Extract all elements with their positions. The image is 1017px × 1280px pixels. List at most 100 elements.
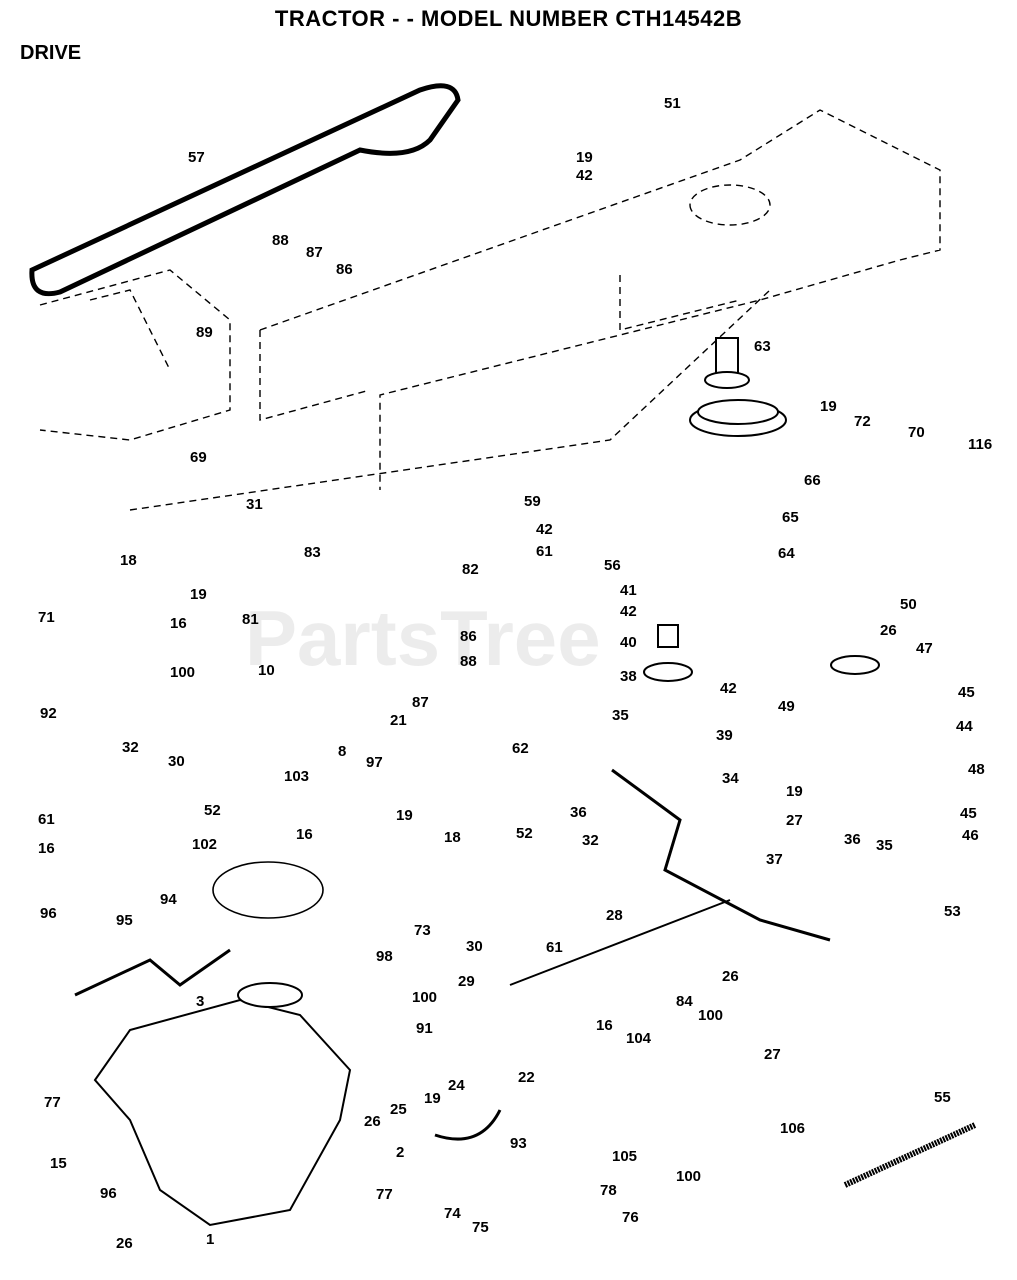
callout: 46: [962, 827, 979, 844]
callout: 38: [620, 668, 637, 685]
callout: 55: [934, 1089, 951, 1106]
callout: 2: [396, 1144, 404, 1161]
callout: 61: [546, 939, 563, 956]
watermark: PartsTree: [245, 594, 601, 682]
callout: 8: [338, 743, 346, 760]
callout: 84: [676, 993, 693, 1010]
callout: 18: [444, 829, 461, 846]
spring-55: [843, 1122, 977, 1188]
callout: 100: [698, 1007, 723, 1024]
callout: 82: [462, 561, 479, 578]
pulley-3: [237, 982, 303, 1008]
pulley-47: [830, 655, 880, 675]
callout: 27: [764, 1046, 781, 1063]
callout: 26: [880, 622, 897, 639]
callout: 74: [444, 1205, 461, 1222]
callout: 42: [720, 680, 737, 697]
callout: 10: [258, 662, 275, 679]
rod-28: [509, 899, 731, 986]
tractor-frame: [39, 109, 941, 511]
callout: 88: [272, 232, 289, 249]
callout: 44: [956, 718, 973, 735]
callout: 93: [510, 1135, 527, 1152]
callout: 73: [414, 922, 431, 939]
callout: 77: [44, 1094, 61, 1111]
callout: 70: [908, 424, 925, 441]
callout: 45: [958, 684, 975, 701]
callout: 32: [582, 832, 599, 849]
callout: 83: [304, 544, 321, 561]
callout: 19: [786, 783, 803, 800]
callout: 42: [536, 521, 553, 538]
callout: 26: [364, 1113, 381, 1130]
callout: 27: [786, 812, 803, 829]
callout: 53: [944, 903, 961, 920]
callout: 106: [780, 1120, 805, 1137]
shift-lever-95: [74, 948, 231, 997]
callout: 116: [968, 436, 992, 453]
callout: 52: [516, 825, 533, 842]
callout: 48: [968, 761, 985, 778]
callout: 98: [376, 948, 393, 965]
callout: 19: [576, 149, 593, 166]
callout: 16: [38, 840, 55, 857]
callout: 76: [622, 1209, 639, 1226]
callout: 42: [620, 603, 637, 620]
callout: 87: [412, 694, 429, 711]
callout: 26: [116, 1235, 133, 1252]
callout: 40: [620, 634, 637, 651]
callout: 94: [160, 891, 177, 908]
callout: 22: [518, 1069, 535, 1086]
callout: 102: [192, 836, 217, 853]
idler-pulley-38: [643, 624, 693, 682]
callout: 59: [524, 493, 541, 510]
callout: 45: [960, 805, 977, 822]
page-title: TRACTOR - - MODEL NUMBER CTH14542B: [274, 6, 743, 31]
callout: 3: [196, 993, 204, 1010]
callout: 50: [900, 596, 917, 613]
drive-belt-57: [29, 83, 461, 297]
callout: 31: [246, 496, 263, 513]
callout: 89: [196, 324, 213, 341]
callout: 28: [606, 907, 623, 924]
callout: 100: [412, 989, 437, 1006]
callout: 77: [376, 1186, 393, 1203]
callout: 30: [168, 753, 185, 770]
callout: 41: [620, 582, 637, 599]
callout: 36: [570, 804, 587, 821]
callout: 56: [604, 557, 621, 574]
callout: 18: [120, 552, 137, 569]
callout: 19: [396, 807, 413, 824]
callout: 1: [206, 1231, 214, 1248]
callout: 16: [170, 615, 187, 632]
callout: 64: [778, 545, 795, 562]
callout: 61: [536, 543, 553, 560]
hose-93: [434, 1109, 502, 1141]
callout: 62: [512, 740, 529, 757]
engine-pulley-63: [689, 337, 787, 437]
callout: 95: [116, 912, 133, 929]
callout: 87: [306, 244, 323, 261]
shaft-34: [611, 768, 831, 942]
callout: 61: [38, 811, 55, 828]
callout: 24: [448, 1077, 465, 1094]
callout: 34: [722, 770, 739, 787]
callout: 72: [854, 413, 871, 430]
callout: 104: [626, 1030, 652, 1047]
callout: 75: [472, 1219, 489, 1236]
callout: 69: [190, 449, 207, 466]
callout: 66: [804, 472, 821, 489]
callout: 29: [458, 973, 475, 990]
callout: 100: [170, 664, 195, 681]
callout: 37: [766, 851, 783, 868]
callout: 19: [424, 1090, 441, 1107]
callout: 103: [284, 768, 309, 785]
callout: 92: [40, 705, 57, 722]
callout: 36: [844, 831, 861, 848]
callout: 81: [242, 611, 259, 628]
callout: 100: [676, 1168, 701, 1185]
callout: 21: [390, 712, 407, 729]
callout: 57: [188, 149, 205, 166]
callout: 71: [38, 609, 55, 626]
